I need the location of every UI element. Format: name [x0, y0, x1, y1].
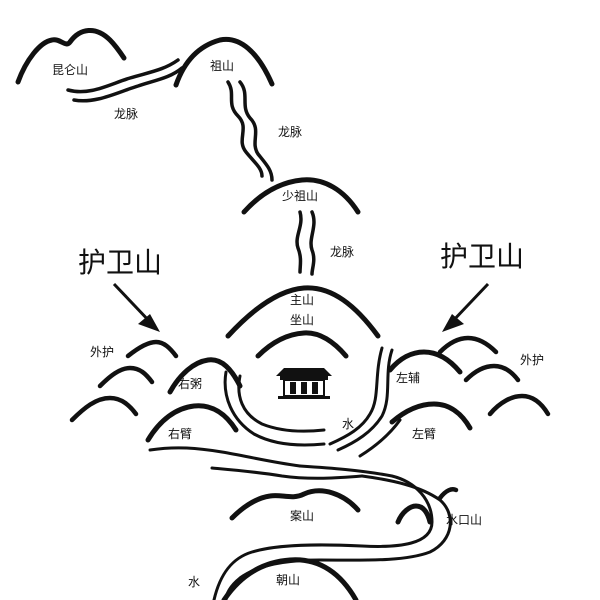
label-you-bi-2: 右臂 [168, 426, 192, 441]
house-icon [276, 368, 332, 399]
callout-right: 护卫山 [440, 240, 524, 273]
label-longmai-3: 龙脉 [330, 244, 354, 259]
label-zuo-bi: 左臂 [412, 426, 436, 441]
label-chao: 朝山 [276, 573, 300, 587]
label-longmai-1: 龙脉 [114, 106, 138, 121]
an-mountain [229, 488, 361, 521]
zu-mountain [173, 36, 275, 88]
zuo-mountain [255, 330, 349, 359]
label-waihu-right: 外护 [520, 353, 544, 367]
label-zhu: 主山 [290, 293, 314, 307]
zuo-fu-hill [387, 349, 463, 375]
label-shuikou: 水口山 [446, 513, 482, 527]
callout-left: 护卫山 [78, 246, 162, 279]
label-shui-2: 水 [188, 575, 200, 589]
waihu-left-hill-2 [97, 365, 155, 389]
shuikou-mountain [395, 503, 433, 525]
waihu-left-hill-3 [69, 395, 139, 423]
label-zu: 祖山 [210, 58, 234, 73]
waihu-right-hill-1 [437, 335, 499, 355]
shuikou-mountain-2 [437, 487, 459, 501]
label-shui-1: 水 [342, 417, 354, 431]
kunlun-mountain [15, 28, 127, 85]
label-waihu-left: 外护 [90, 345, 114, 359]
you-bi-hill-1 [167, 357, 243, 395]
waihu-right-hill-3 [487, 393, 551, 417]
label-kunlun: 昆仑山 [52, 63, 88, 77]
label-zuo-shan: 坐山 [290, 313, 314, 327]
longmai-vein-1 [66, 58, 184, 103]
waihu-left-hill-1 [125, 339, 179, 359]
waihu-right-hill-2 [463, 363, 521, 383]
label-longmai-2: 龙脉 [278, 124, 302, 139]
chao-mountain [221, 557, 359, 600]
longmai-vein-2 [226, 80, 274, 182]
shaozu-mountain [241, 177, 361, 215]
label-an: 案山 [290, 508, 314, 523]
main-mountain [225, 285, 381, 339]
label-you-bi-1: 右粥 [178, 376, 202, 391]
you-bi-hill-2 [145, 403, 239, 443]
water-stream [148, 346, 452, 600]
label-zuo-fu: 左辅 [396, 370, 420, 385]
longmai-vein-3 [295, 210, 316, 276]
label-shaozu: 少祖山 [282, 188, 318, 203]
arrow-right-icon [442, 282, 490, 332]
arrow-left-icon [112, 282, 160, 332]
zuo-bi-hill [389, 401, 473, 431]
